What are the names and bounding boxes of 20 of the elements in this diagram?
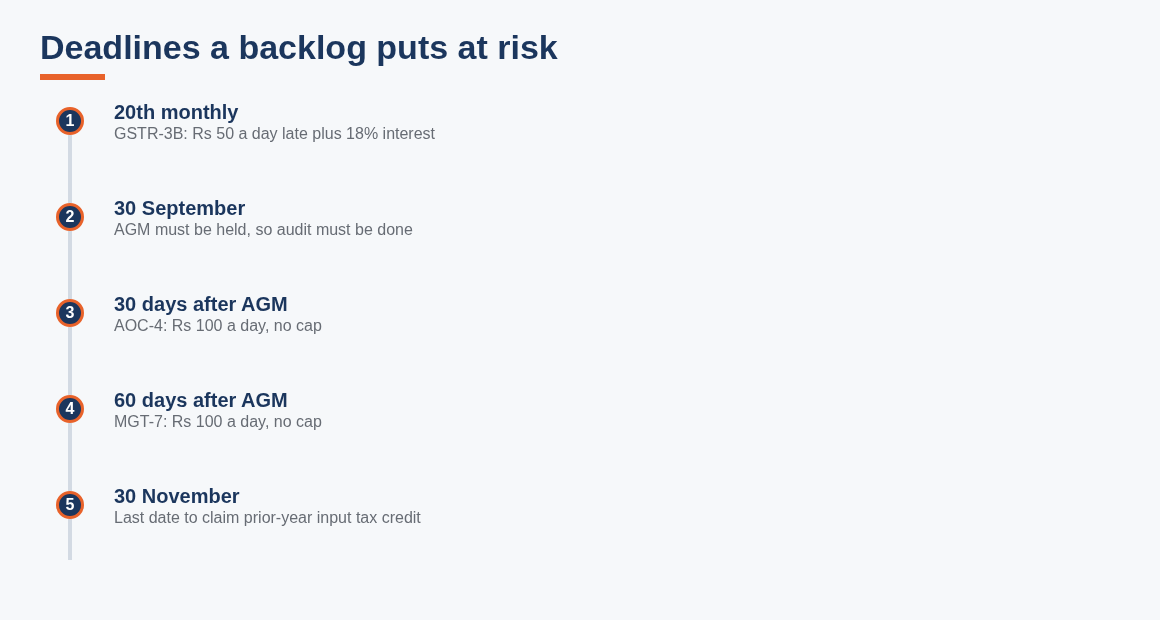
- deadline-heading: 20th monthly: [114, 100, 239, 124]
- step-number: 4: [56, 395, 84, 423]
- timeline-connector: [68, 231, 72, 299]
- page-title: Deadlines a backlog puts at risk: [40, 27, 558, 67]
- deadline-heading: 30 November: [114, 484, 240, 508]
- deadline-description: GSTR-3B: Rs 50 a day late plus 18% interest: [114, 124, 436, 144]
- deadline-heading: 60 days after AGM: [114, 388, 288, 412]
- deadline-description: MGT-7: Rs 100 a day, no cap: [114, 412, 322, 432]
- step-number: 1: [56, 107, 84, 135]
- deadline-heading: 30 September: [114, 196, 246, 220]
- step-number: 5: [56, 491, 84, 519]
- deadline-description: AGM must be held, so audit must be done: [114, 220, 413, 240]
- deadline-heading: 30 days after AGM: [114, 292, 288, 316]
- timeline-connector: [68, 327, 72, 395]
- timeline-connector: [68, 135, 72, 203]
- step-number: 2: [56, 203, 84, 231]
- deadline-description: AOC-4: Rs 100 a day, no cap: [114, 316, 322, 336]
- deadline-description: Last date to claim prior-year input tax credit: [114, 508, 421, 528]
- timeline-connector: [68, 423, 72, 491]
- step-number: 3: [56, 299, 84, 327]
